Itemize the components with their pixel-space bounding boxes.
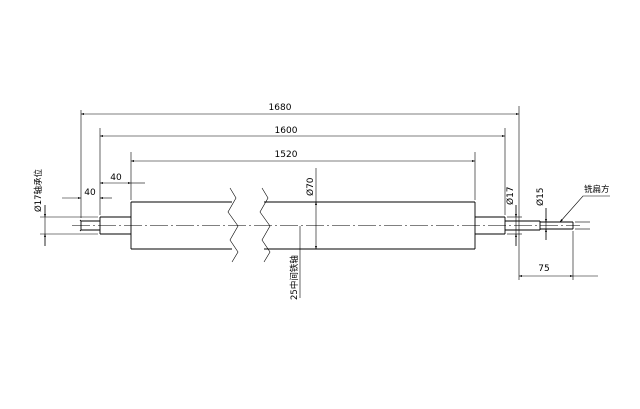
dim-flat-end-length: 75 (538, 264, 549, 274)
break-line-left (227, 187, 239, 263)
break-line-right (259, 187, 271, 263)
dim-drum-diameter: Ø70 (305, 177, 316, 196)
dim-left-step-2: 40 (110, 173, 122, 183)
dim-overall-length: 1680 (269, 103, 292, 113)
note-flat-end: 铣扁方 (584, 184, 610, 195)
dim-roller-span: 1600 (275, 126, 298, 136)
dim-bearing-seat: Ø17轴承位 (33, 168, 44, 212)
leader-flat-end (559, 195, 610, 223)
dim-left-step-1: 40 (84, 188, 96, 198)
note-middle-shaft: 25中间铁轴 (289, 255, 300, 300)
roller-body (79, 187, 574, 263)
dim-drum-length: 1520 (275, 150, 298, 160)
extension-lines (40, 106, 590, 280)
dim-flat-end-diameter: Ø15 (535, 187, 546, 206)
dim-shaft-diameter-right: Ø17 (505, 186, 516, 205)
